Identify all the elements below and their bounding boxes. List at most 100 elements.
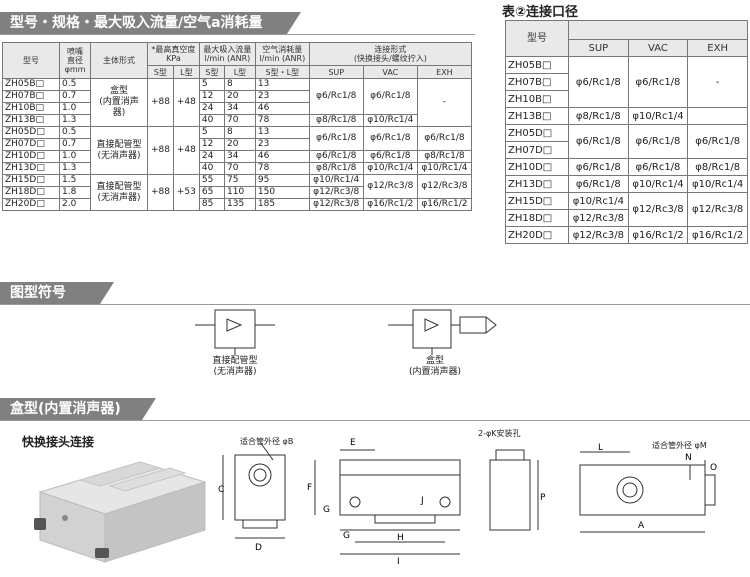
section-title-text: 图型符号: [10, 285, 66, 301]
table-cell: 135: [224, 198, 256, 211]
dim-label: I: [397, 557, 400, 567]
section-divider: [0, 34, 475, 35]
table-cell: ZH15D□: [2, 174, 60, 187]
table-cell: φ10/Rc1/4: [627, 107, 689, 125]
table-cell: φ10/Rc1/4: [687, 175, 748, 193]
table-cell: 0.7: [59, 138, 91, 151]
symbol-box-type: [388, 309, 497, 355]
section-title-symbols: 图型符号: [0, 282, 114, 304]
col-vac: VAC: [627, 39, 689, 57]
table-cell: 85: [198, 198, 226, 211]
table-cell: φ8/Rc1/8: [308, 114, 364, 127]
section-title-text: 盒型(内置消声器): [10, 401, 121, 417]
table-cell: φ10/Rc1/4: [568, 192, 629, 210]
table-cell: +88: [147, 78, 174, 127]
table-row: ZH10B□: [505, 90, 748, 108]
table-cell: φ8/Rc1/8: [308, 162, 364, 175]
table-cell: 0.5: [59, 78, 91, 91]
table-cell: 盒型 (内置消声器): [90, 78, 148, 127]
table-cell: 23: [254, 90, 310, 103]
table-cell: 24: [198, 102, 226, 115]
table-cell: 110: [224, 186, 256, 199]
dim-label: C: [218, 485, 224, 495]
section-title-text: 型号・规格・最大吸入流量/空气a消耗量: [10, 15, 263, 31]
table-cell: ZH18D□: [2, 186, 60, 199]
product-image: [34, 461, 207, 563]
table-cell: φ16/Rc1/2: [362, 198, 418, 211]
table-cell: +48: [172, 126, 200, 175]
table-cell: φ6/Rc1/8: [362, 150, 418, 163]
drawing-side-view: C D: [218, 441, 286, 553]
table-cell: φ10/Rc1/4: [362, 114, 418, 127]
table-cell: ZH13B□: [505, 107, 569, 125]
table-cell: +88: [147, 126, 174, 175]
table-cell: ZH10D□: [2, 150, 60, 163]
col-vac-s: S型: [147, 65, 174, 79]
table-cell: 12: [198, 90, 226, 103]
table-cell: ZH13D□: [505, 175, 569, 193]
pipe-m-label: 适合管外径 φM: [652, 441, 707, 450]
mount-hole-label: 2-φK安装孔: [478, 429, 521, 438]
dim-label: F: [307, 483, 312, 493]
table-cell: 1.8: [59, 186, 91, 199]
section-title-box-type: 盒型(内置消声器): [0, 398, 156, 420]
dim-label: J: [420, 496, 424, 506]
dim-label: O: [710, 463, 717, 473]
table-cell: -: [687, 56, 748, 108]
table-cell: 46: [254, 150, 310, 163]
table-cell: φ10/Rc1/4: [627, 175, 689, 193]
table-cell: 34: [224, 102, 256, 115]
table-cell: 0.5: [59, 126, 91, 139]
table-cell: +48: [172, 78, 200, 127]
dim-label: P: [540, 493, 546, 503]
table-cell: ZH07B□: [2, 90, 60, 103]
table-cell: 65: [198, 186, 226, 199]
table-cell: ZH10B□: [505, 90, 569, 108]
table-cell: φ6/Rc1/8: [568, 124, 629, 159]
table-cell: φ6/Rc1/8: [362, 78, 418, 115]
table-cell: 1.0: [59, 102, 91, 115]
table-cell: 70: [224, 114, 256, 127]
col-air: 空气消耗量 l/min (ANR): [254, 42, 310, 66]
table-cell: 5: [198, 78, 226, 91]
dim-label: H: [397, 533, 404, 543]
table-cell: -: [416, 78, 473, 127]
table-cell: 1.0: [59, 150, 91, 163]
table-cell: ZH20D□: [505, 226, 569, 244]
table-cell: ZH05D□: [2, 126, 60, 139]
dim-label: D: [255, 543, 262, 553]
col-exh: EXH: [687, 39, 748, 57]
table-cell: φ6/Rc1/8: [627, 158, 689, 176]
table-cell: 150: [254, 186, 310, 199]
table-cell: φ12/Rc3/8: [416, 174, 473, 199]
col-diameter: 喷嘴 直径 φmm: [59, 42, 91, 79]
table-cell: φ6/Rc1/8: [308, 78, 364, 115]
table-cell: 12: [198, 138, 226, 151]
drawing-front-view: E F G G H I J: [307, 438, 461, 567]
spec-table: 型号 喷嘴 直径 φmm 主体形式 *最高真空度 KPa 最大吸入流量 l/mi…: [2, 42, 473, 211]
table-cell: 1.3: [59, 114, 91, 127]
dim-label: G: [343, 531, 350, 541]
dim-label: N: [685, 453, 692, 463]
table-cell: ZH07B□: [505, 73, 569, 91]
table-cell: 40: [198, 114, 226, 127]
table-cell: φ12/Rc3/8: [568, 226, 629, 244]
table-cell: φ12/Rc3/8: [308, 186, 364, 199]
table-cell: 0.7: [59, 90, 91, 103]
table-cell: 23: [254, 138, 310, 151]
table-cell: ZH18D□: [505, 209, 569, 227]
col-exh: EXH: [416, 65, 473, 79]
